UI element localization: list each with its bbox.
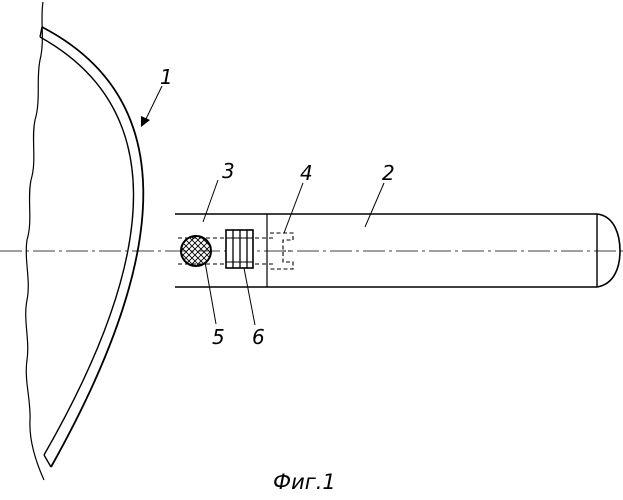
label-6: 6	[252, 325, 265, 349]
label-1: 1	[160, 65, 173, 89]
ball-part-5	[181, 236, 211, 266]
figure-caption: Фиг.1	[273, 470, 336, 494]
leader-lines	[141, 86, 384, 325]
disc-stack-part-6	[226, 230, 253, 268]
label-4: 4	[300, 161, 313, 185]
label-5: 5	[212, 325, 225, 349]
body-break-line	[26, 2, 44, 480]
label-2: 2	[382, 161, 395, 185]
label-3: 3	[222, 159, 235, 183]
curved-shell-part-1	[40, 27, 143, 467]
